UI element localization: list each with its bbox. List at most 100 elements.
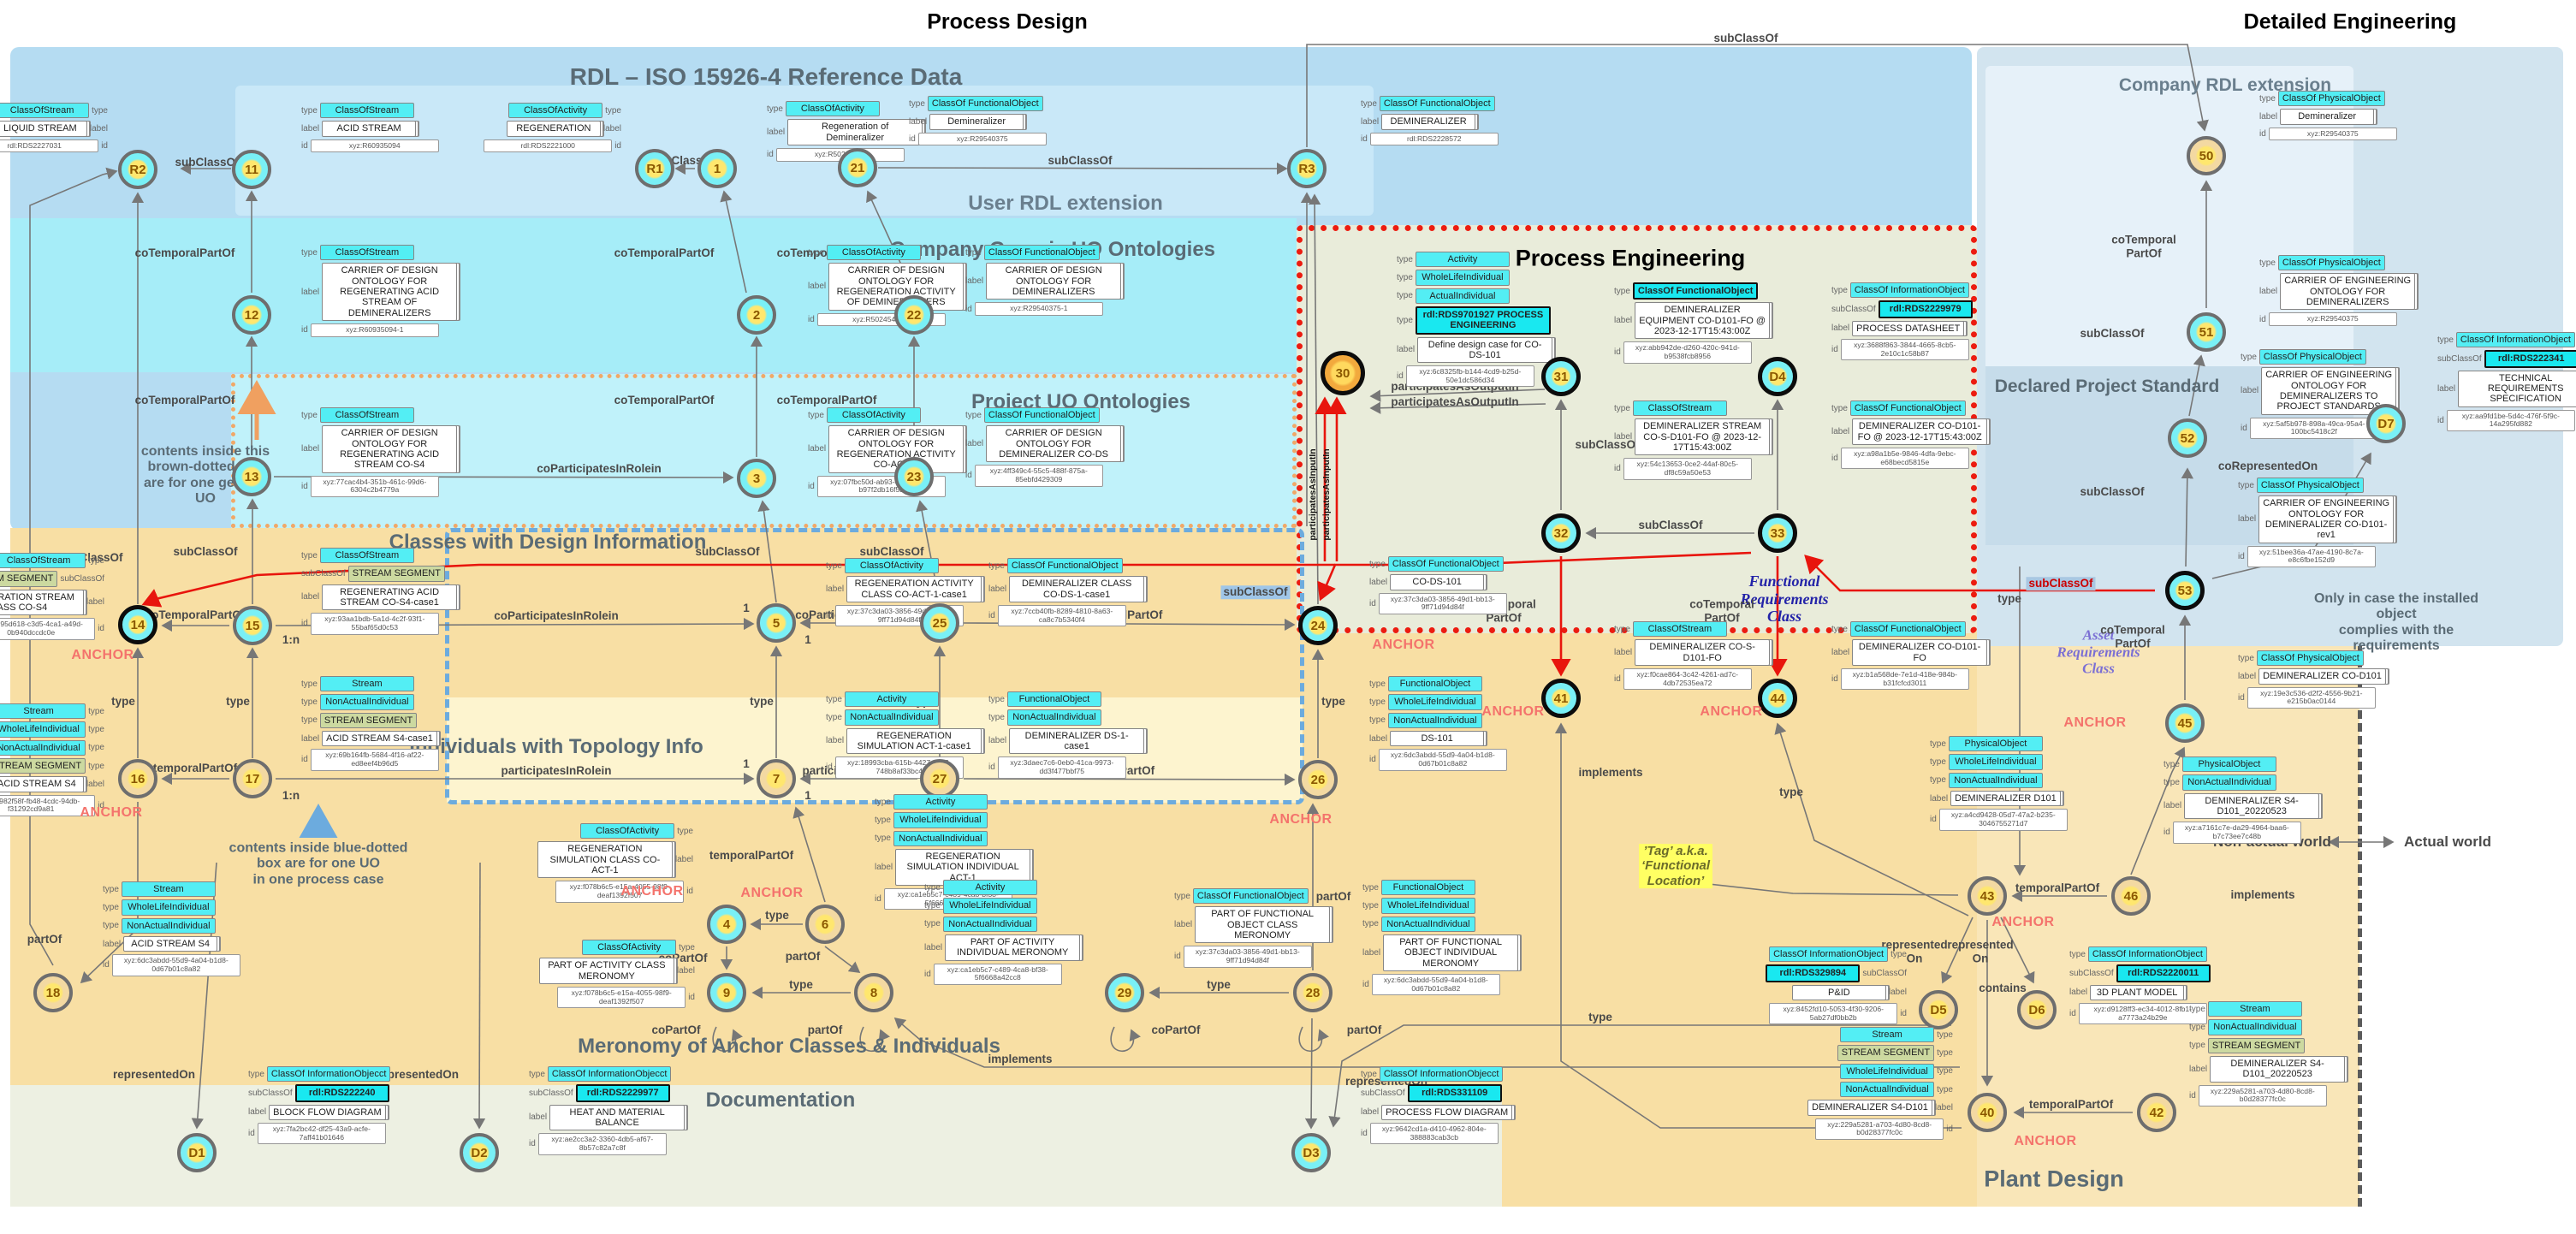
value-box[interactable]: Activity (1415, 252, 1510, 268)
value-box[interactable]: DEMINERALIZER EQUIPMENT CO-D101-FO @ 202… (1635, 302, 1771, 340)
value-box[interactable]: rdl:RDS222240 (294, 1084, 389, 1102)
value-box[interactable]: Demineralizer (2280, 109, 2375, 125)
value-box[interactable]: CARRIER OF DESIGN ONTOLOGY FOR REGENERAT… (828, 263, 965, 311)
value-box[interactable]: CO-DS-101 (1390, 574, 1485, 590)
value-box[interactable]: xyz:R29540375 (2268, 312, 2397, 326)
node-41[interactable]: 41 (1541, 679, 1581, 718)
value-box[interactable]: xyz:7fa2bc42-df25-43a9-acfe-7aff41b01646 (257, 1122, 386, 1145)
value-box[interactable]: STREAM SEGMENT (0, 757, 86, 774)
value-box[interactable]: PROCESS FLOW DIAGRAM (1381, 1104, 1513, 1120)
value-box[interactable]: NonActualIndividual (1006, 709, 1101, 726)
value-box[interactable]: Regeneration of Demineralizer (787, 119, 923, 145)
value-box[interactable]: WholeLifeIndividual (1415, 270, 1510, 286)
node-33[interactable]: 33 (1758, 513, 1797, 553)
value-box[interactable]: xyz:6895d618-c3d5-4ca1-a49d-0b940dccdc0e (0, 618, 96, 640)
node-D2[interactable]: D2 (460, 1133, 499, 1172)
value-box[interactable]: ClassOf FunctionalObject (1379, 96, 1495, 112)
value-box[interactable]: DS-101 (1390, 730, 1485, 747)
value-box[interactable]: BLOCK FLOW DIAGRAM (269, 1104, 386, 1120)
value-box[interactable]: xyz:37c3da03-3856-49d1-bb13-9ff71d94d84f (1378, 592, 1507, 614)
node-43[interactable]: 43 (1968, 876, 2007, 916)
value-box[interactable]: 3D PLANT MODEL (2090, 984, 2185, 1000)
value-box[interactable]: REGENERATION (506, 121, 601, 137)
value-box[interactable]: NonActualIndividual (0, 739, 86, 756)
value-box[interactable]: xyz:R29540375-1 (974, 302, 1103, 316)
node-16[interactable]: 16 (118, 759, 157, 798)
value-box[interactable]: ClassOfActivity (785, 101, 880, 117)
value-box[interactable]: NonActualIndividual (2181, 774, 2276, 791)
value-box[interactable]: Activity (844, 691, 939, 708)
value-box[interactable]: xyz:5982f58f-fb48-4cdc-94db-f31292cd9a81 (0, 794, 96, 816)
value-box[interactable]: Stream (2207, 1001, 2302, 1017)
value-box[interactable]: REGENERATION SIMULATION ACT-1-case1 (846, 727, 982, 755)
value-box[interactable]: xyz:77cac4b4-351b-461c-99d6-6304c2b4779a (310, 475, 439, 497)
value-box[interactable]: TECHNICAL REQUIREMENTS SPECIFICATION (2458, 370, 2576, 407)
value-box[interactable]: NonActualIndividual (121, 917, 216, 934)
value-box[interactable]: WholeLifeIndividual (1387, 694, 1482, 710)
value-box[interactable]: DEMINERALIZER CO-D101-FO @ 2023-12-17T15… (1852, 418, 1988, 445)
value-box[interactable]: WholeLifeIndividual (942, 898, 1037, 914)
value-box[interactable]: ClassOfActivity (580, 823, 675, 839)
value-box[interactable]: WholeLifeIndividual (1380, 898, 1475, 914)
value-box[interactable]: NonActualIndividual (2207, 1019, 2302, 1035)
value-box[interactable]: NonActualIndividual (893, 830, 988, 846)
node-7[interactable]: 7 (757, 759, 796, 798)
value-box[interactable]: STREAM SEGMENT (347, 566, 445, 582)
value-box[interactable]: rdl:RDS329894 (1766, 964, 1861, 982)
node-D3[interactable]: D3 (1291, 1133, 1331, 1172)
node-17[interactable]: 17 (233, 759, 272, 798)
value-box[interactable]: xyz:93aa1bdb-5a1d-4c2f-93f1-55baf65d0c53 (310, 613, 439, 635)
value-box[interactable]: xyz:a7161c7e-da29-4964-baa6-b7c73ee7c48b (2172, 822, 2301, 844)
node-25[interactable]: 25 (920, 603, 959, 643)
value-box[interactable]: xyz:6dc3abdd-55d9-4a04-b1d8-0d67b01c8a82 (111, 954, 240, 976)
node-40[interactable]: 40 (1968, 1093, 2007, 1132)
node-12[interactable]: 12 (232, 295, 271, 335)
value-box[interactable]: PART OF FUNCTIONAL OBJECT INDIVIDUAL MER… (1383, 934, 1519, 971)
value-box[interactable]: Demineralizer (929, 114, 1024, 130)
value-box[interactable]: ClassOfStream (319, 407, 414, 424)
value-box[interactable]: ClassOf InformationObject (1769, 946, 1889, 963)
value-box[interactable]: DEMINERALIZER CO-D101 (2258, 668, 2386, 685)
value-box[interactable]: DEMINERALIZER D101 (1950, 790, 2061, 807)
node-D5[interactable]: D5 (1919, 990, 1958, 1029)
value-box[interactable]: ClassOfStream (319, 548, 414, 564)
value-box[interactable]: CARRIER OF DESIGN ONTOLOGY FOR DEMINERAL… (986, 425, 1122, 463)
value-box[interactable]: Stream (121, 881, 216, 898)
value-box[interactable]: ClassOf InformationObject (1849, 282, 1969, 299)
value-box[interactable]: rdl:RDS2221000 (484, 139, 613, 153)
node-24[interactable]: 24 (1298, 606, 1338, 645)
value-box[interactable]: WholeLifeIndividual (1948, 754, 2043, 770)
value-box[interactable]: xyz:ca1eb5c7-c489-4ca8-bf38-5f6668a42cc8 (933, 963, 1062, 985)
node-D7[interactable]: D7 (2366, 404, 2406, 443)
value-box[interactable]: ClassOf FunctionalObject (983, 407, 1100, 424)
value-box[interactable]: ClassOf InformationObjecct (547, 1066, 672, 1083)
value-box[interactable]: CARRIER OF DESIGN ONTOLOGY FOR REGENERAT… (322, 263, 458, 321)
node-31[interactable]: 31 (1541, 357, 1581, 396)
value-box[interactable]: WholeLifeIndividual (1840, 1063, 1935, 1079)
value-box[interactable]: NonActualIndividual (1948, 772, 2043, 788)
value-box[interactable]: xyz:f0cae864-3c42-4261-ad7c-4db72535ea72 (1623, 667, 1752, 691)
value-box[interactable]: xyz:5af5b978-898a-49ca-95a4-100bc5418c2f (2249, 417, 2378, 439)
value-box[interactable]: NonActualIndividual (1380, 916, 1475, 932)
value-box[interactable]: ClassOfActivity (844, 558, 939, 574)
value-box[interactable]: xyz:4ff349c4-55c5-488f-875a-85ebfd429309 (974, 465, 1103, 487)
value-box[interactable]: STREAM SEGMENT (0, 571, 58, 587)
value-box[interactable]: ClassOf FunctionalObject (1849, 621, 1966, 638)
value-box[interactable]: xyz:abb942de-d260-420c-941d-b9538fcb8956 (1623, 341, 1752, 364)
node-15[interactable]: 15 (233, 606, 272, 645)
node-3[interactable]: 3 (737, 459, 776, 498)
node-32[interactable]: 32 (1541, 513, 1581, 553)
value-box[interactable]: xyz:ae2cc3a2-3360-4db5-af67-8b57c82a7c8f (537, 1133, 667, 1155)
value-box[interactable]: Activity (893, 794, 988, 810)
value-box[interactable]: rdl:RDS2228572 (1369, 132, 1499, 146)
value-box[interactable]: xyz:37c3da03-3856-49d1-bb13-9ff71d94d84f (1183, 946, 1312, 968)
value-box[interactable]: DEMINERALIZER CO-D101-FO (1852, 639, 1988, 666)
value-box[interactable]: ClassOfActivity (582, 940, 677, 956)
value-box[interactable]: ACID STREAM (322, 121, 417, 137)
value-box[interactable]: ClassOf PhysicalObject (2277, 91, 2385, 107)
value-box[interactable]: DEMINERALIZER CLASS CO-DS-1-case1 (1009, 576, 1145, 602)
value-box[interactable]: ClassOfStream (319, 245, 414, 261)
value-box[interactable]: rdl:RDS2220011 (2116, 964, 2211, 982)
value-box[interactable]: rdl:RDS2227031 (0, 139, 99, 153)
value-box[interactable]: PhysicalObject (1948, 736, 2043, 752)
